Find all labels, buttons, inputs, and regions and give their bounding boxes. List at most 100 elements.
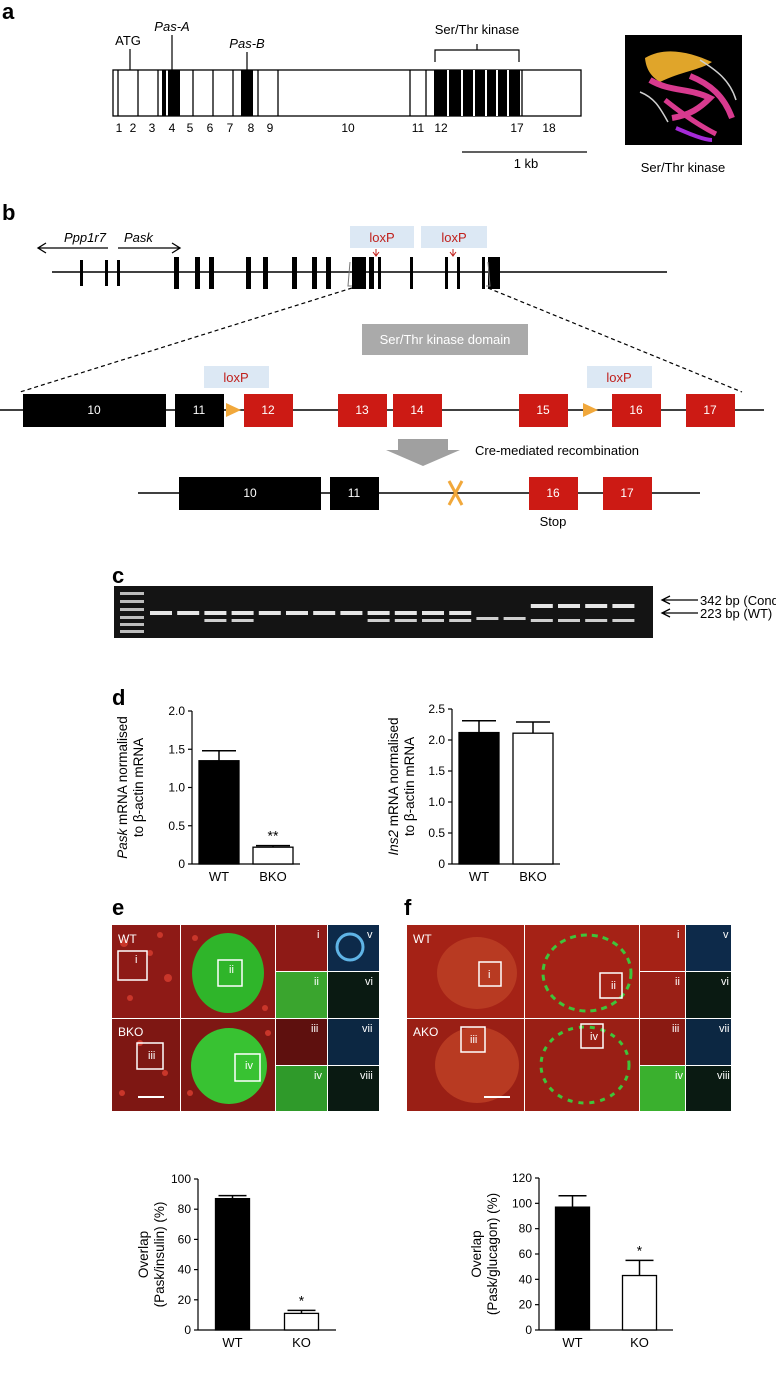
- y-axis-label-gene: Ins2: [386, 830, 401, 856]
- svg-text:vii: vii: [719, 1023, 729, 1035]
- gel-band-cond: [231, 611, 254, 615]
- svg-text:i: i: [488, 969, 490, 981]
- panel-f-svg: f WT AKO i ii: [404, 895, 731, 1350]
- loxp-triangle-1: [226, 403, 241, 417]
- loxp-box-mid-1: [204, 366, 269, 388]
- significance-label: *: [299, 1292, 305, 1308]
- zoom-bracket: [347, 261, 491, 287]
- gel-band-wt: [394, 619, 417, 622]
- svg-text:10: 10: [341, 121, 355, 135]
- gel-ladder: [120, 592, 144, 633]
- svg-text:12: 12: [434, 121, 448, 135]
- gel-band-wt: [476, 617, 499, 620]
- svg-text:iii: iii: [672, 1023, 679, 1035]
- gel-band-cond: [340, 611, 363, 615]
- gel-band-cond: [313, 611, 336, 615]
- svg-text:iv: iv: [245, 1060, 253, 1072]
- svg-text:1: 1: [116, 121, 123, 135]
- svg-text:ii: ii: [611, 980, 616, 992]
- stop-label: Stop: [540, 514, 567, 529]
- loxp-label-top-1: loxP: [369, 230, 394, 245]
- bar-ko: [283, 1312, 320, 1331]
- panel-b-svg: b Ppp1r7 Pask: [0, 200, 764, 529]
- svg-text:8: 8: [248, 121, 255, 135]
- y-tick-label: 2.0: [168, 704, 185, 718]
- svg-text:vi: vi: [365, 976, 373, 988]
- svg-text:17: 17: [703, 403, 717, 417]
- svg-text:viii: viii: [360, 1070, 373, 1082]
- svg-text:11: 11: [348, 486, 361, 500]
- svg-text:v: v: [723, 929, 729, 941]
- svg-text:10: 10: [87, 403, 101, 417]
- panel-e-micrographs: [112, 925, 379, 1111]
- expanded-exon-labels: 10 11 12 13 14 15 16 17: [87, 403, 717, 417]
- loxp-box-top-1: [350, 226, 414, 248]
- recombined-exons: [179, 477, 652, 510]
- zoom-line-left: [19, 287, 353, 393]
- panel-e: e: [0, 893, 395, 1381]
- exon-dividers: [117, 70, 523, 116]
- gel-band-cond: [422, 611, 444, 615]
- bar-ko: [621, 1274, 658, 1331]
- gel-band-cond: [258, 611, 281, 615]
- recombined-exon-labels: 10 11 16 17: [243, 486, 634, 500]
- loxp-box-top-2: [421, 226, 487, 248]
- panel-a-svg: a ATG Pa: [2, 0, 742, 175]
- panel-a: a ATG Pa: [0, 0, 776, 185]
- svg-text:i: i: [317, 929, 319, 941]
- x-tick-label: BKO: [259, 869, 286, 884]
- scale-label: 1 kb: [514, 156, 539, 171]
- pas-a-label: Pas-A: [154, 19, 189, 34]
- pask-arrow: [118, 242, 182, 254]
- svg-text:iv: iv: [675, 1070, 683, 1082]
- recombination-arrow: [386, 439, 460, 466]
- loxp-arrow-1: [372, 249, 380, 257]
- panel-e-micrograph-labels: WT BKO i ii iii iv i ii iii iv v vi vii …: [118, 929, 373, 1082]
- kinase-exon-gaps: [447, 70, 509, 116]
- y-tick-label: 1.0: [168, 781, 185, 795]
- gel-band-cond: [286, 611, 308, 615]
- y-tick-label: 40: [519, 1272, 533, 1286]
- svg-text:i: i: [677, 929, 679, 941]
- y-tick-label: 0.5: [168, 819, 185, 833]
- bar-bko: [252, 846, 294, 865]
- svg-text:ii: ii: [314, 976, 319, 988]
- bar-wt: [554, 1206, 591, 1331]
- wt-band-label: 223 bp (WT): [700, 606, 772, 621]
- y-tick-label: 0: [184, 1323, 191, 1337]
- svg-text:vii: vii: [362, 1023, 372, 1035]
- wt-band-arrow: [660, 608, 698, 618]
- significance-label: **: [268, 828, 279, 844]
- svg-text:14: 14: [410, 403, 424, 417]
- x-tick-label: KO: [630, 1335, 649, 1350]
- gel-band-wt: [204, 619, 227, 622]
- svg-text:17: 17: [620, 486, 634, 500]
- x-tick-label: BKO: [519, 869, 546, 884]
- svg-text:17: 17: [510, 121, 524, 135]
- cond-band-arrow: [660, 595, 698, 605]
- y-axis-label: Overlap(Pask/glucagon) (%): [469, 1193, 500, 1315]
- bar-bko: [512, 732, 554, 865]
- pas-b-label: Pas-B: [229, 36, 265, 51]
- svg-text:9: 9: [267, 121, 274, 135]
- gel-band-cond: [150, 611, 172, 615]
- y-tick-label: 1.5: [168, 742, 185, 756]
- svg-text:i: i: [135, 954, 137, 966]
- y-axis-label-line: Overlap: [136, 1231, 151, 1278]
- panel-letter-b: b: [2, 200, 15, 225]
- gel-band-wt: [449, 619, 472, 622]
- svg-text:18: 18: [542, 121, 556, 135]
- y-tick-label: 0: [525, 1323, 532, 1337]
- y-axis-label: Ins2 mRNA normalisedto β-actin mRNA: [386, 717, 417, 855]
- gel-band-cond: [367, 611, 390, 615]
- gel-band-cond: [530, 604, 553, 608]
- svg-text:WT: WT: [413, 932, 432, 946]
- expanded-exons: [23, 394, 735, 427]
- svg-text:v: v: [367, 929, 373, 941]
- panel-f-micrographs: [407, 925, 731, 1111]
- svg-text:15: 15: [536, 403, 550, 417]
- y-axis-label-gene: Pask: [115, 828, 130, 859]
- gel-band-wt: [422, 619, 444, 622]
